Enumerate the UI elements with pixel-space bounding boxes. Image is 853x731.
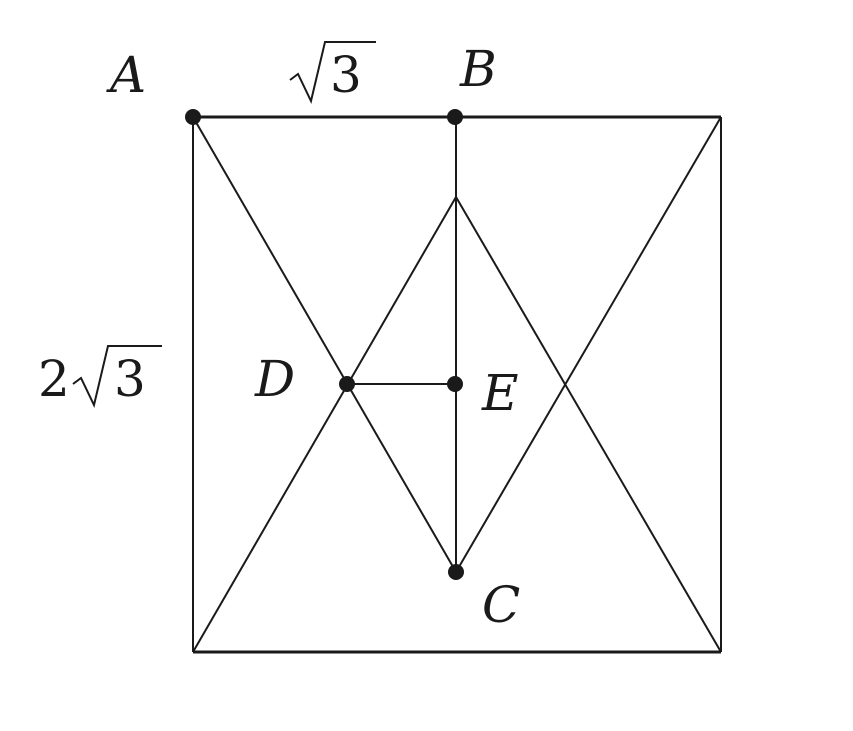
left-side-coefficient: 2 (38, 350, 70, 408)
point-E-label: E (481, 364, 519, 422)
left-side-length-label: 2 3 (38, 345, 162, 408)
point-C-label: C (482, 576, 520, 634)
top-radical-sign (289, 41, 376, 104)
point-E-dot (447, 376, 463, 392)
point-C-dot (448, 564, 464, 580)
point-B-label: B (459, 40, 497, 98)
line-apex-to-bottom-right (455, 196, 722, 653)
point-B-dot (447, 109, 463, 125)
point-D-dot (339, 376, 355, 392)
point-D-label: D (254, 350, 295, 408)
point-A-label: A (106, 46, 146, 104)
left-side-radicand: 3 (114, 350, 146, 408)
top-side-radicand: 3 (330, 46, 362, 104)
point-A-dot (185, 109, 201, 125)
line-bottom-left-to-apex (192, 196, 457, 653)
line-A-to-C (192, 116, 457, 573)
line-C-to-top-right (455, 116, 722, 573)
left-radical-sign (72, 345, 162, 408)
top-side-length-label: 3 (289, 41, 376, 104)
